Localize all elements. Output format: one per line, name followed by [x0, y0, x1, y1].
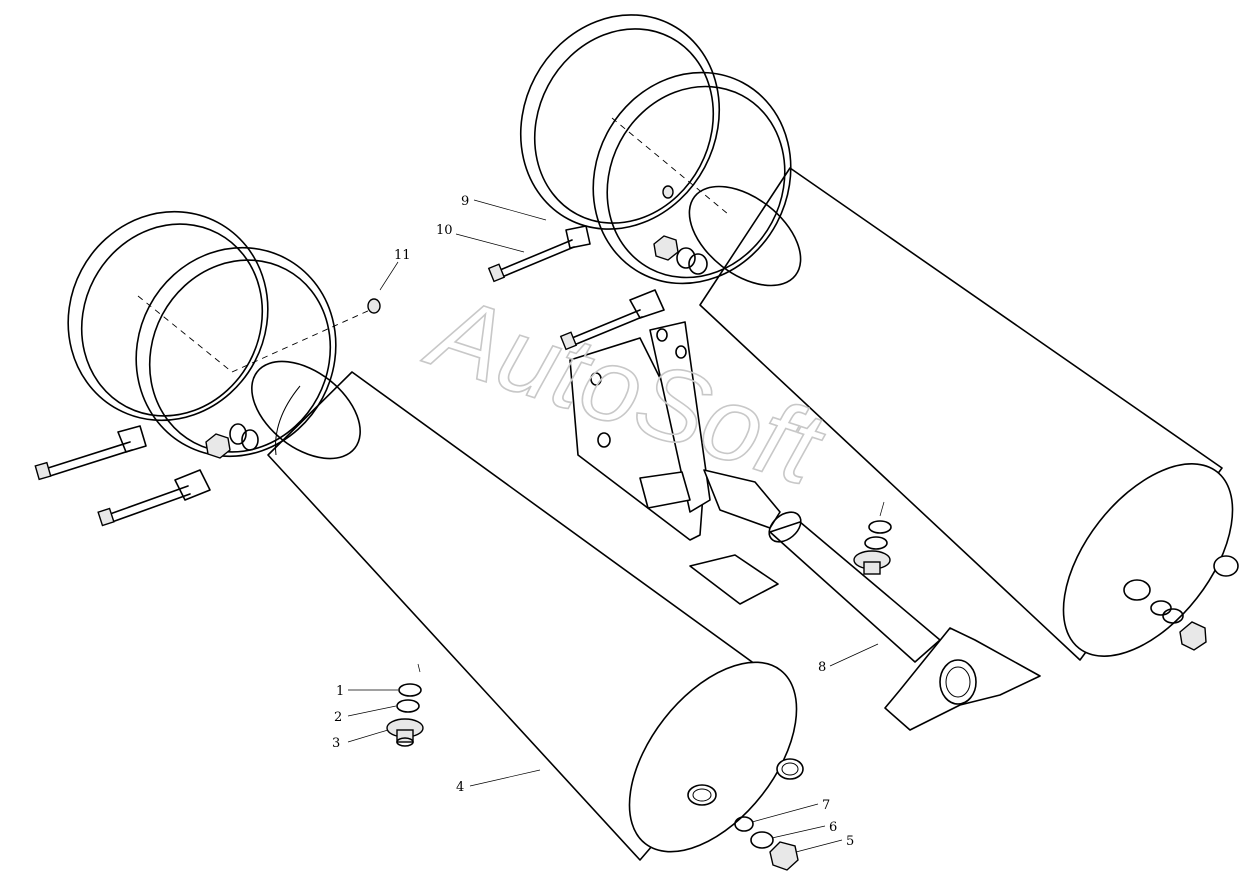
callout-5: 5: [846, 834, 854, 849]
callout-leaders: [347, 199, 885, 853]
mounting-bracket-assembly: [569, 321, 781, 605]
callout-10: 10: [436, 223, 453, 238]
callout-7: 7: [822, 798, 830, 813]
callout-labels: 1 2 3 4 5 6 7 8 9 10 11: [332, 194, 854, 849]
support-tube: [768, 511, 1041, 731]
callout-6: 6: [829, 820, 837, 835]
left-mounting-straps: [34, 210, 381, 527]
callout-3: 3: [332, 736, 340, 751]
left-drain-valve-assembly: [386, 683, 424, 747]
callout-8: 8: [818, 660, 826, 675]
callout-2: 2: [334, 710, 342, 725]
callout-9: 9: [461, 194, 469, 209]
callout-4: 4: [456, 780, 464, 795]
callout-1: 1: [336, 684, 344, 699]
right-drain-valve-assembly: [853, 520, 892, 575]
right-mounting-straps: [487, 14, 792, 351]
right-air-tank: [688, 167, 1239, 661]
left-end-plug-assembly: [734, 816, 799, 871]
left-air-tank: [251, 360, 804, 861]
callout-11: 11: [394, 248, 411, 263]
